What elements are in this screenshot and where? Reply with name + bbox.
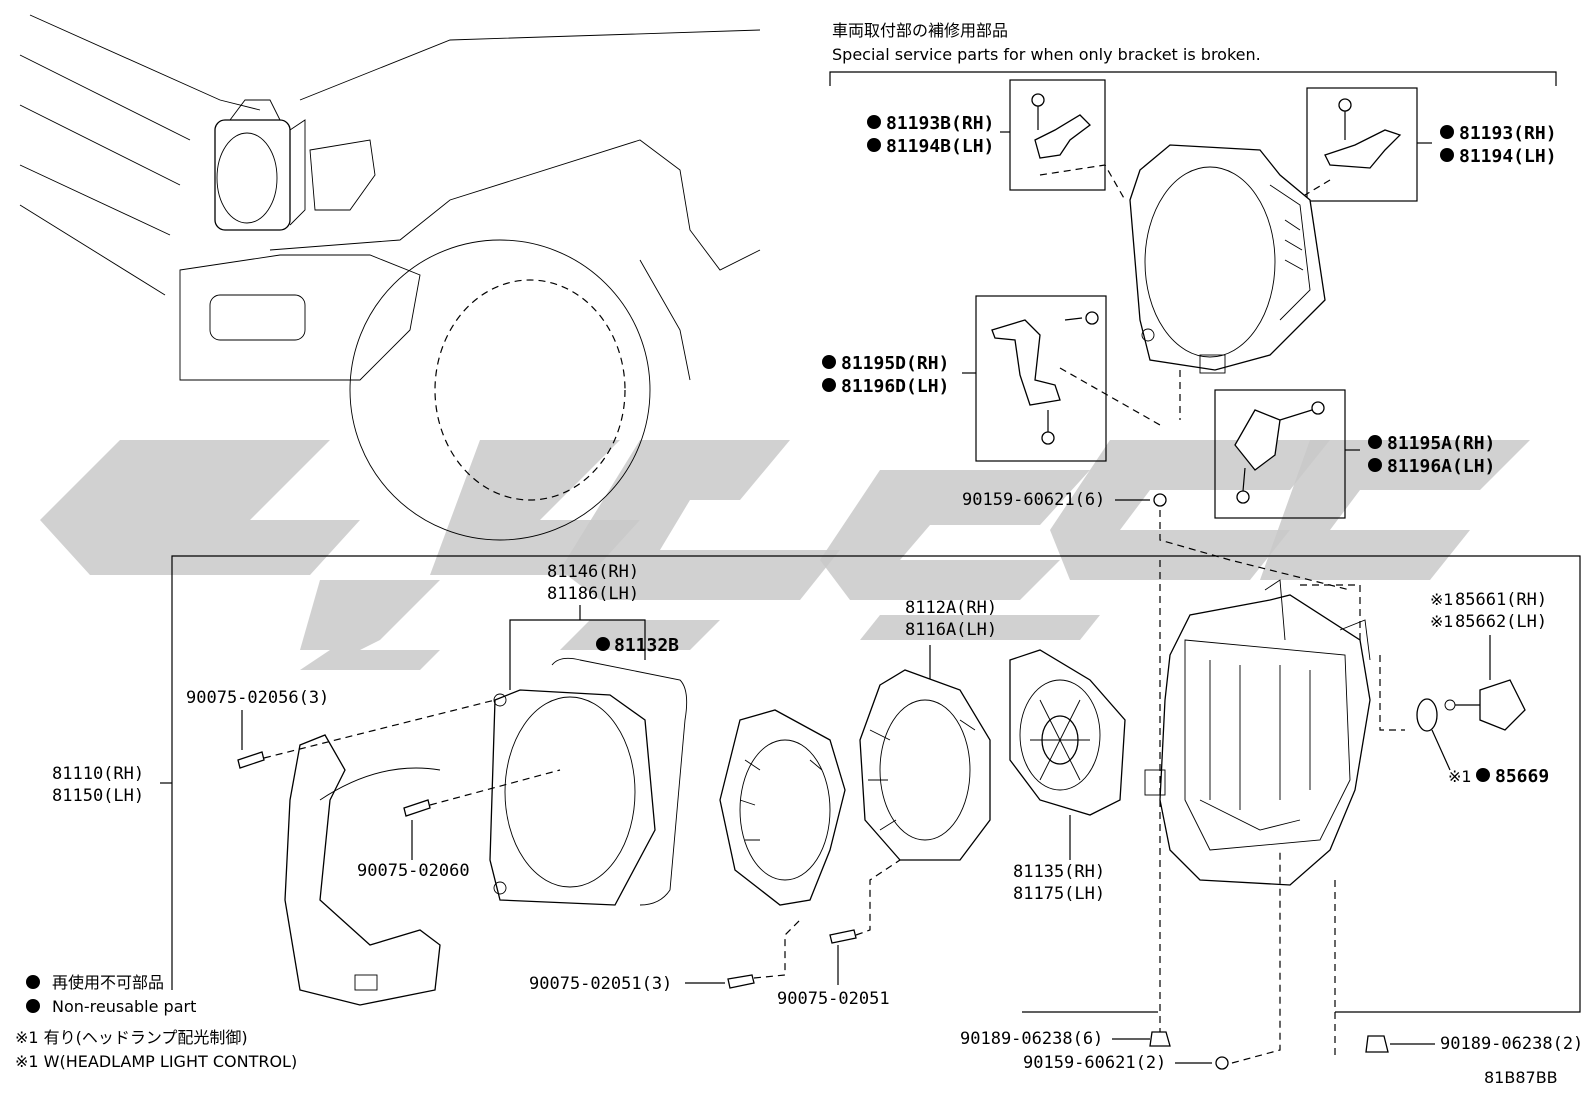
label-81146: 81146(RH) xyxy=(547,562,639,582)
header-title-jp: 車両取付部の補修用部品 xyxy=(832,21,1008,40)
bolt-icon xyxy=(1153,493,1167,507)
header-title-en: Special service parts for when only brac… xyxy=(832,45,1261,64)
watermark-logo xyxy=(40,440,1530,670)
label-81135: 81135(RH) xyxy=(1013,862,1105,882)
box-81193 xyxy=(1299,87,1418,216)
label-8116A: 8116A(LH) xyxy=(905,620,997,640)
label-81175: 81175(LH) xyxy=(1013,884,1105,904)
assembly-frame xyxy=(171,555,1581,1013)
legend-nonreusable-jp: 再使用不可部品 xyxy=(52,973,164,992)
note-mark: ※1 xyxy=(1430,612,1454,631)
label-81193: 81193(RH) xyxy=(1459,123,1557,144)
box-81195A xyxy=(1214,389,1346,519)
label-90075-02051-3: 90075-02051(3) xyxy=(529,974,672,994)
screw-icon xyxy=(237,751,265,769)
shield-ring-part xyxy=(719,709,846,906)
leveling-motor-part xyxy=(1444,679,1526,731)
screw-icon xyxy=(727,974,755,989)
label-85661: 85661(RH) xyxy=(1455,590,1547,610)
clip-nut-icon xyxy=(1365,1035,1389,1053)
nonreusable-dot xyxy=(1440,148,1454,162)
label-81150: 81150(LH) xyxy=(52,786,144,806)
label-81132B: 81132B xyxy=(614,635,679,656)
vehicle-location-view xyxy=(19,14,761,541)
nonreusable-dot xyxy=(867,138,881,152)
box-81193B xyxy=(1009,79,1126,201)
legend-nonreusable-en: Non-reusable part xyxy=(52,997,196,1016)
nonreusable-dot xyxy=(822,378,836,392)
nonreusable-dot xyxy=(1440,125,1454,139)
box-81195D xyxy=(975,295,1161,462)
label-81194: 81194(LH) xyxy=(1459,146,1557,167)
headlamp-housing-top xyxy=(1129,144,1326,420)
label-90189-6: 90189-06238(6) xyxy=(960,1029,1103,1049)
label-81194B: 81194B(LH) xyxy=(886,136,994,157)
nonreusable-dot xyxy=(596,637,610,651)
label-85662: 85662(LH) xyxy=(1455,612,1547,632)
adjuster-ring-part xyxy=(859,669,991,861)
nonreusable-dot xyxy=(1368,435,1382,449)
nonreusable-dot xyxy=(1476,768,1490,782)
label-81110: 81110(RH) xyxy=(52,764,144,784)
note-mark: ※1 xyxy=(1448,767,1472,786)
lens-frame-part xyxy=(489,657,688,906)
label-90159-2: 90159-60621(2) xyxy=(1023,1053,1166,1073)
label-8112A: 8112A(RH) xyxy=(905,598,997,618)
nonreusable-dot xyxy=(1368,458,1382,472)
lower-bracket-part xyxy=(284,734,441,1006)
nonreusable-dot xyxy=(26,999,40,1013)
o-ring-part xyxy=(1416,698,1438,732)
label-90075-02056: 90075-02056(3) xyxy=(186,688,329,708)
diagram-id: 81B87BB xyxy=(1484,1068,1558,1087)
label-81196D: 81196D(LH) xyxy=(841,376,949,397)
label-90159-6: 90159-60621(6) xyxy=(962,490,1105,510)
legend-note1-jp: ※1 有り(ヘッドランプ配光制御) xyxy=(15,1028,248,1047)
label-90189-2: 90189-06238(2) xyxy=(1440,1034,1583,1054)
label-85669: 85669 xyxy=(1495,766,1549,787)
label-90075-02060: 90075-02060 xyxy=(357,861,470,881)
service-parts-bracket xyxy=(829,71,1557,86)
screw-icon xyxy=(403,799,431,817)
legend-note1-en: ※1 W(HEADLAMP LIGHT CONTROL) xyxy=(15,1052,297,1071)
label-81195A: 81195A(RH) xyxy=(1387,433,1495,454)
label-90075-02051: 90075-02051 xyxy=(777,989,890,1009)
headlamp-housing-main xyxy=(1144,579,1371,886)
bolt-icon xyxy=(1215,1056,1229,1070)
label-81195D: 81195D(RH) xyxy=(841,353,949,374)
label-81193B: 81193B(RH) xyxy=(886,113,994,134)
label-81186: 81186(LH) xyxy=(547,584,639,604)
nonreusable-dot xyxy=(822,355,836,369)
nonreusable-dot xyxy=(867,115,881,129)
clip-nut-icon xyxy=(1149,1031,1171,1047)
note-mark: ※1 xyxy=(1430,590,1454,609)
label-81196A: 81196A(LH) xyxy=(1387,456,1495,477)
nonreusable-dot xyxy=(26,975,40,989)
screw-icon xyxy=(829,929,857,944)
cooling-fan-part xyxy=(1009,649,1126,816)
